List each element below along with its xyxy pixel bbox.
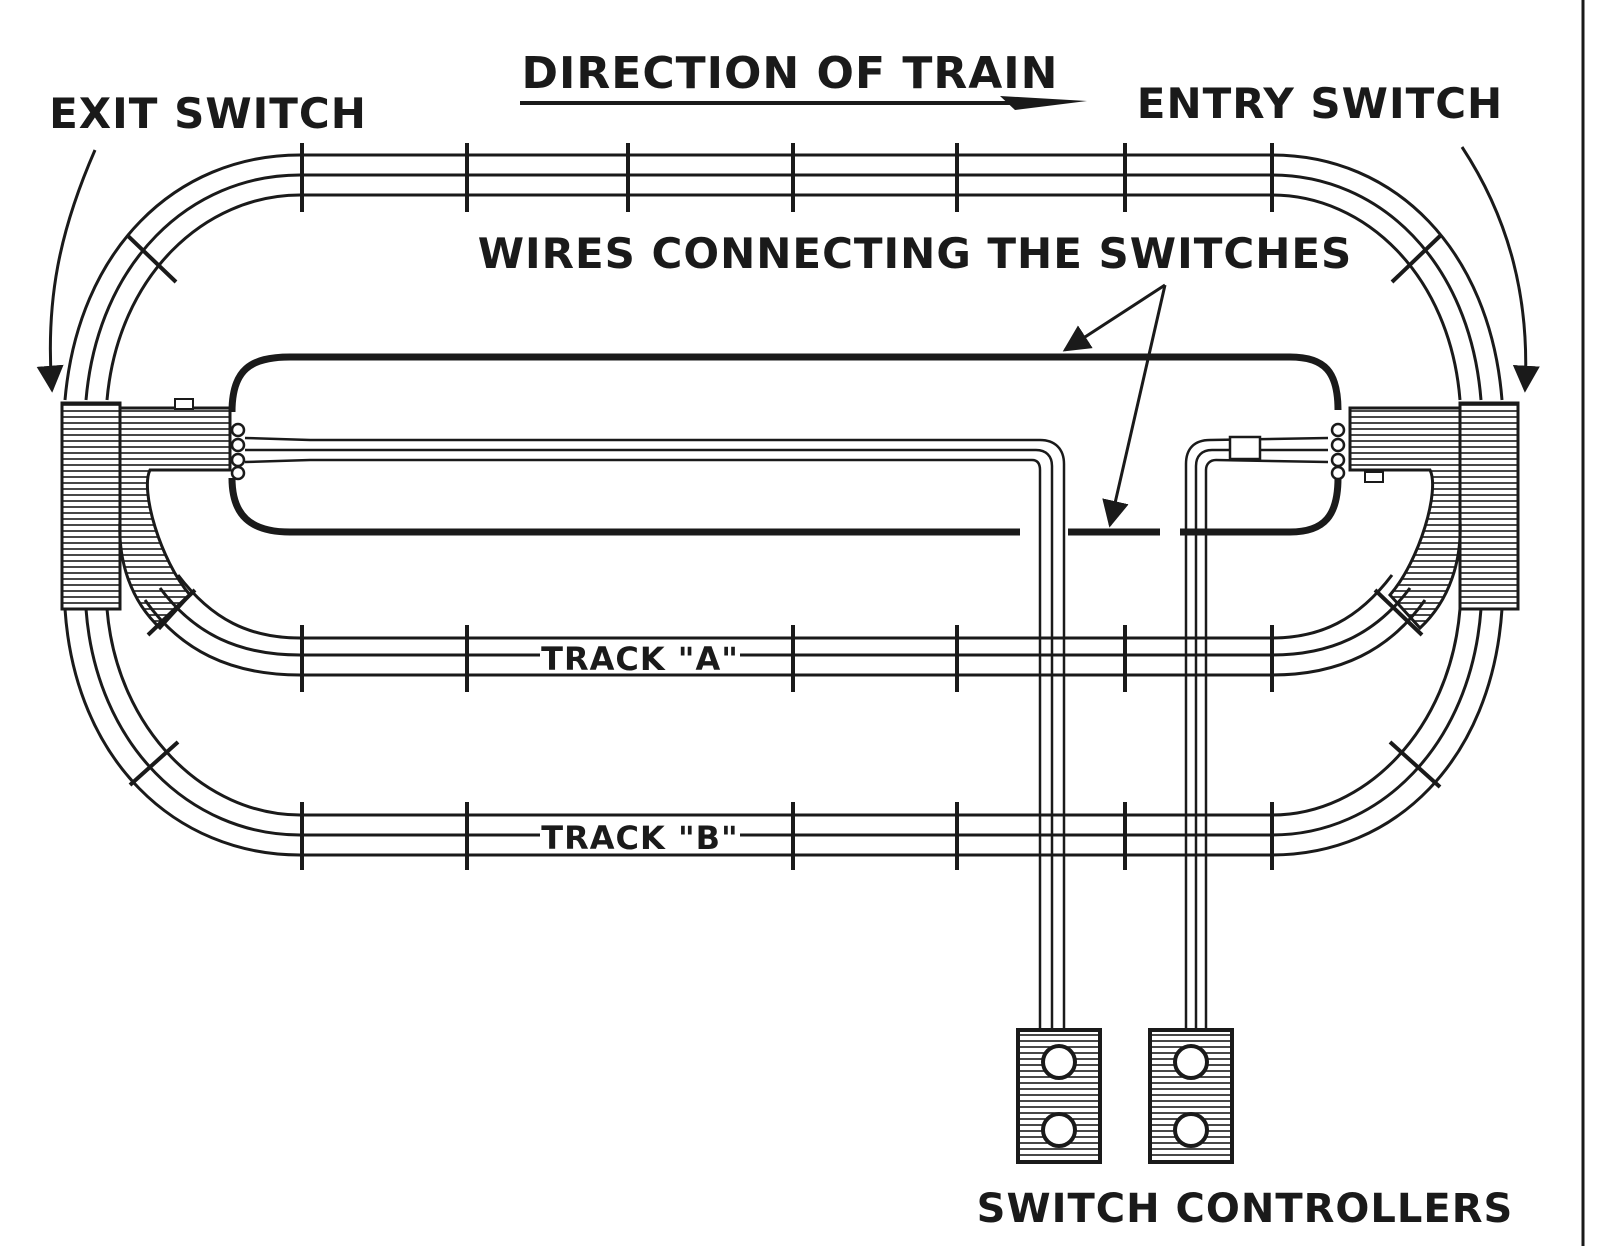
exit-switch-pointer [36, 149, 97, 393]
switch-controller-left [1016, 1028, 1102, 1164]
wires-connecting-label: WIRES CONNECTING THE SWITCHES [478, 229, 1353, 278]
direction-arrow [520, 96, 1087, 110]
entry-switch-pointer [1460, 146, 1540, 393]
track-a-label: TRACK "A" [541, 640, 739, 678]
entry-switch [1330, 401, 1520, 631]
top-track [300, 143, 1274, 212]
right-upper-curve [1271, 153, 1504, 401]
wire-pointer-lower [1102, 284, 1167, 528]
track-b [300, 802, 1274, 870]
switch-controllers-label: SWITCH CONTROLLERS [977, 1186, 1514, 1232]
switch-wire-loop [228, 353, 1342, 536]
exit-switch-label: EXIT SWITCH [49, 89, 367, 138]
left-lower-curve [63, 574, 301, 857]
right-lower-curve [1271, 574, 1504, 857]
track-a [300, 625, 1274, 692]
direction-of-train-label: DIRECTION OF TRAIN [522, 48, 1059, 99]
entry-switch-label: ENTRY SWITCH [1137, 79, 1503, 128]
switch-controller-right [1148, 1028, 1234, 1164]
left-upper-curve [63, 153, 301, 401]
exit-switch [60, 398, 246, 631]
wire-pointer-upper [1062, 283, 1166, 352]
controller-cables [244, 435, 1329, 1030]
track-b-label: TRACK "B" [541, 819, 738, 857]
